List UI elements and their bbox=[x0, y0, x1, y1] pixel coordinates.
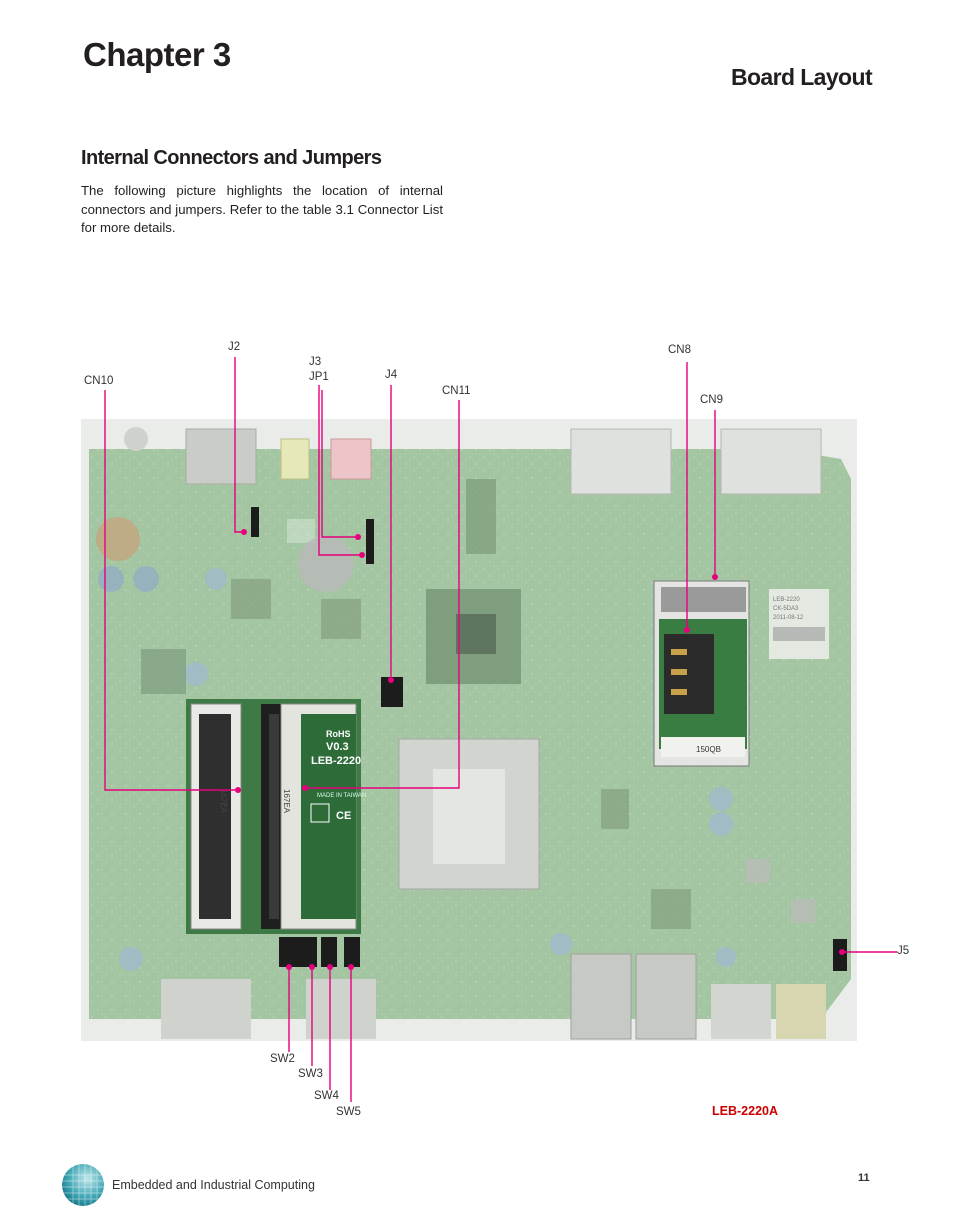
label-sw4: SW4 bbox=[314, 1090, 339, 1102]
sticker-line2: CK-5DA3 bbox=[773, 606, 799, 612]
intro-paragraph: The following picture highlights the loc… bbox=[81, 183, 443, 235]
sw4-switch bbox=[321, 937, 337, 967]
label-sw5: SW5 bbox=[336, 1106, 361, 1118]
j3-jp1-connector bbox=[366, 519, 374, 564]
label-cn10: CN10 bbox=[84, 375, 114, 387]
footer-company: Embedded and Industrial Computing bbox=[112, 1178, 315, 1192]
j2-connector bbox=[251, 507, 259, 537]
label-cn11: CN11 bbox=[442, 385, 471, 397]
label-cn8: CN8 bbox=[668, 344, 692, 356]
board-illustration: RoHS V0.3 LEB-2220 MADE IN TAIWAN CE 167… bbox=[81, 419, 857, 1041]
board-model-print: LEB-2220 bbox=[311, 755, 361, 767]
label-j3: J3 bbox=[309, 356, 322, 368]
rtc-battery bbox=[298, 536, 354, 592]
board-version: V0.3 bbox=[326, 741, 349, 753]
j5-connector bbox=[833, 939, 847, 971]
sticker-line1: LEB-2220 bbox=[773, 597, 800, 603]
label-j2: J2 bbox=[228, 341, 241, 353]
label-j4: J4 bbox=[385, 369, 398, 381]
sim-code: 150QB bbox=[696, 745, 721, 754]
rohs-mark: RoHS bbox=[326, 729, 351, 739]
company-logo bbox=[62, 1164, 104, 1206]
label-cn9: CN9 bbox=[700, 394, 724, 406]
ram1-print: 167EA bbox=[219, 789, 228, 814]
sw5-switch bbox=[344, 937, 360, 967]
figure-caption: LEB-2220A bbox=[712, 1104, 778, 1118]
board-photo: RoHS V0.3 LEB-2220 MADE IN TAIWAN CE 167… bbox=[81, 419, 857, 1041]
label-j5: J5 bbox=[897, 945, 910, 957]
sticker-line3: 2011-08-12 bbox=[773, 615, 804, 621]
sw2-sw3-switch bbox=[279, 937, 317, 967]
ce-mark: CE bbox=[336, 810, 351, 822]
subsection-title: Internal Connectors and Jumpers bbox=[81, 147, 382, 169]
page-number: 11 bbox=[858, 1172, 870, 1184]
made-in: MADE IN TAIWAN bbox=[317, 793, 366, 799]
label-sw2: SW2 bbox=[270, 1053, 295, 1065]
ram2-print: 167EA bbox=[282, 789, 291, 814]
label-jp1: JP1 bbox=[309, 371, 329, 383]
section-title: Board Layout bbox=[730, 64, 873, 90]
j4-connector bbox=[381, 677, 403, 707]
label-sw3: SW3 bbox=[298, 1068, 323, 1080]
chapter-title: Chapter 3 bbox=[83, 36, 231, 73]
